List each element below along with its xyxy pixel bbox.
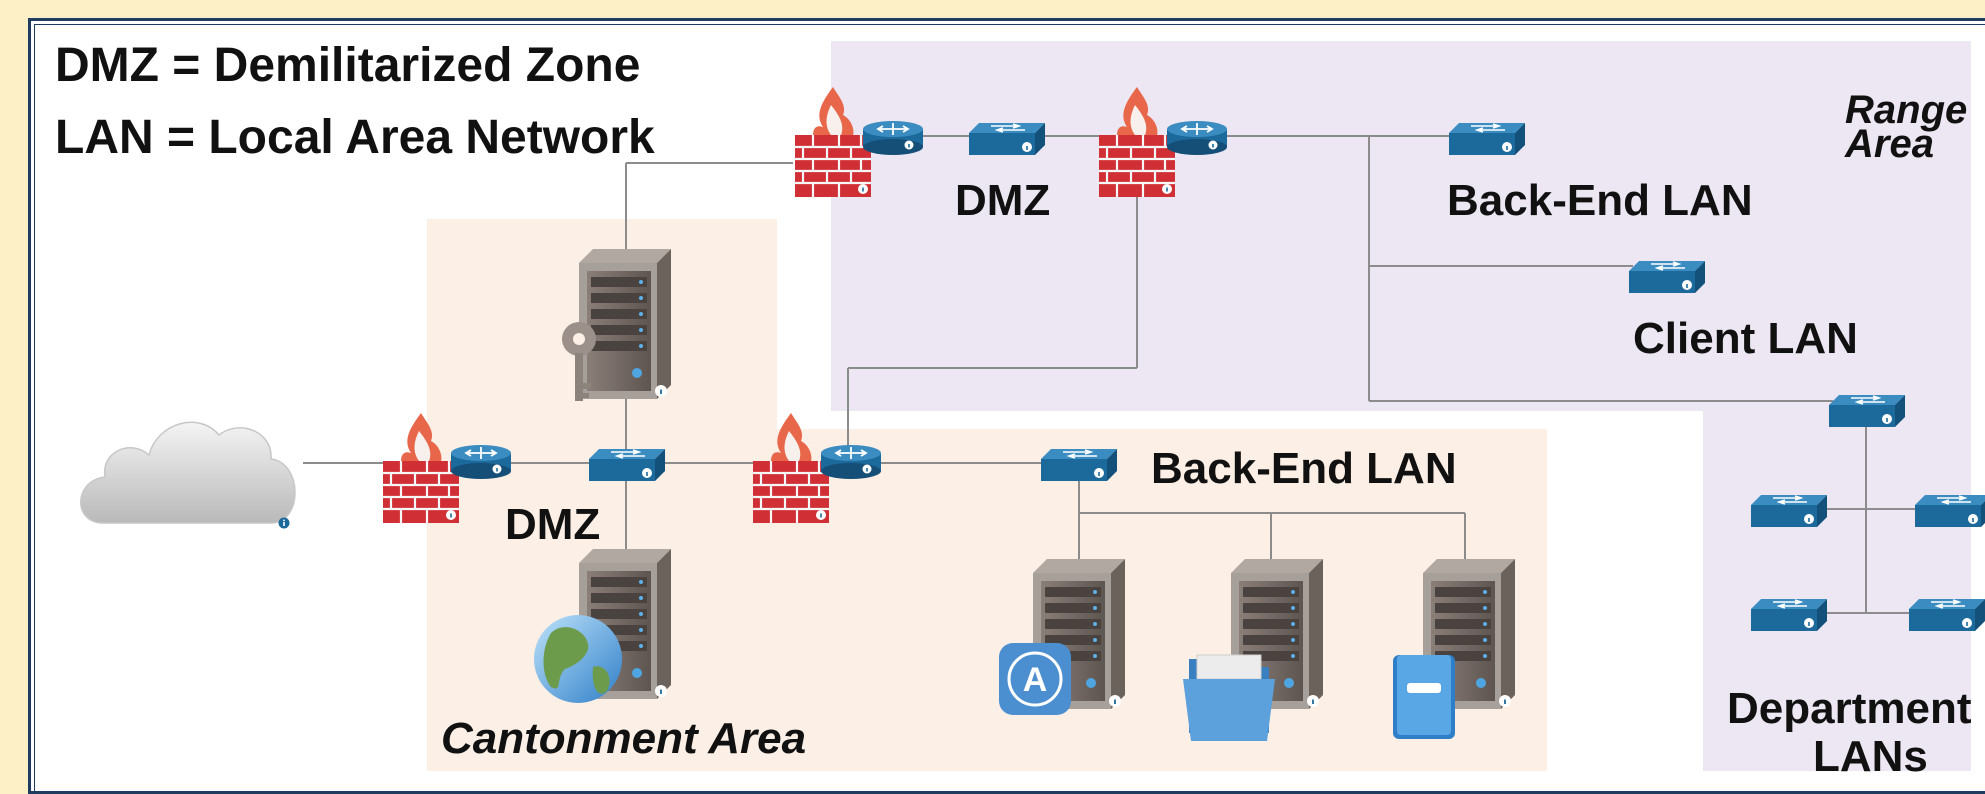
- range-area-label-line2: Area: [1844, 122, 1934, 166]
- switch-icon: [1750, 598, 1828, 632]
- switch-icon: [1908, 598, 1985, 632]
- globe-icon: [534, 615, 622, 703]
- cantonment-area-label: Cantonment Area: [441, 714, 806, 763]
- switch-icon: [1448, 122, 1526, 156]
- svg-text:A: A: [1023, 661, 1048, 699]
- switch-icon: [1040, 448, 1118, 482]
- router-icon: [450, 444, 512, 480]
- cloud-icon: [80, 421, 296, 529]
- backend-lan-range-label: Back-End LAN: [1447, 176, 1753, 225]
- department-lans-label-line1: Department: [1727, 684, 1972, 733]
- backend-lan-cantonment-label: Back-End LAN: [1151, 444, 1457, 493]
- router-icon: [862, 120, 924, 156]
- legend-dmz: DMZ = Demilitarized Zone: [55, 39, 640, 92]
- diagram-frame: A DMZ = Demilitarized Zone LAN = Local A…: [28, 18, 1985, 794]
- client-lan-label: Client LAN: [1633, 314, 1858, 363]
- dmz-range-label: DMZ: [955, 176, 1050, 225]
- range-area-lower-zone: [1703, 411, 1971, 771]
- router-icon: [820, 444, 882, 480]
- switch-icon: [1914, 494, 1985, 528]
- switch-icon: [1828, 394, 1906, 428]
- switch-icon: [1628, 260, 1706, 294]
- book-icon: [1393, 655, 1455, 739]
- network-diagram: A DMZ = Demilitarized Zone LAN = Local A…: [55, 39, 1985, 781]
- router-icon: [1166, 120, 1228, 156]
- range-area-label-line1: Range: [1845, 88, 1967, 132]
- folder-icon: [1183, 654, 1275, 741]
- dmz-cantonment-label: DMZ: [505, 500, 600, 549]
- department-lans-label-line2: LANs: [1813, 732, 1928, 781]
- legend-lan: LAN = Local Area Network: [55, 111, 655, 164]
- switch-icon: [588, 448, 666, 482]
- key-icon: [562, 322, 596, 401]
- server-icon: [579, 249, 671, 399]
- app-icon: A: [999, 643, 1071, 715]
- range-area-zone: [831, 41, 1971, 411]
- switch-icon: [968, 122, 1046, 156]
- switch-icon: [1750, 494, 1828, 528]
